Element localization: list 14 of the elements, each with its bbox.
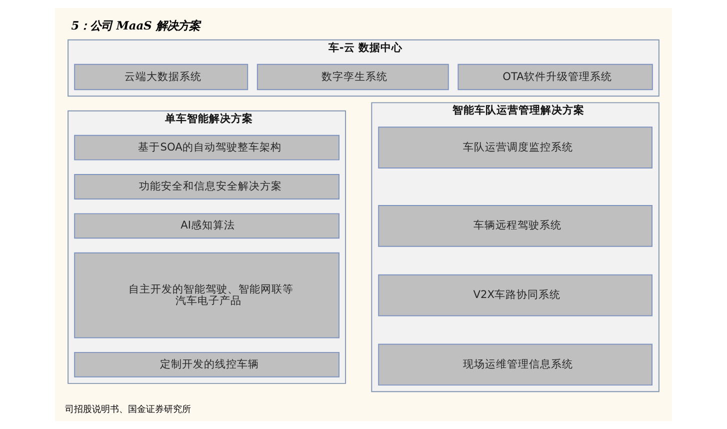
node-box: 功能安全和信息安全解决方案 [74, 174, 340, 200]
node-box: 基于SOA的自动驾驶整车架构 [74, 134, 340, 160]
node-box: 自主开发的智能驾驶、智能网联等汽车电子产品 [74, 252, 340, 338]
caption: 司招股说明书、国金证券研究所 [64, 404, 191, 415]
node-box: V2X车路协同系统 [378, 274, 652, 316]
node-box: 车队运营调度监控系统 [378, 126, 652, 168]
node-box: 现场运维管理信息系统 [378, 344, 652, 386]
node-box: AI感知算法 [74, 213, 340, 239]
node-box: 云端大数据系统 [74, 64, 248, 90]
diagram-title: 5：公司 MaaS 解决方案 [71, 18, 200, 32]
node-box: OTA软件升级管理系统 [458, 64, 653, 90]
node-box: 数字孪生系统 [256, 64, 449, 90]
node-box: 定制开发的线控车辆 [74, 352, 340, 378]
node-box: 车辆远程驾驶系统 [378, 205, 652, 247]
